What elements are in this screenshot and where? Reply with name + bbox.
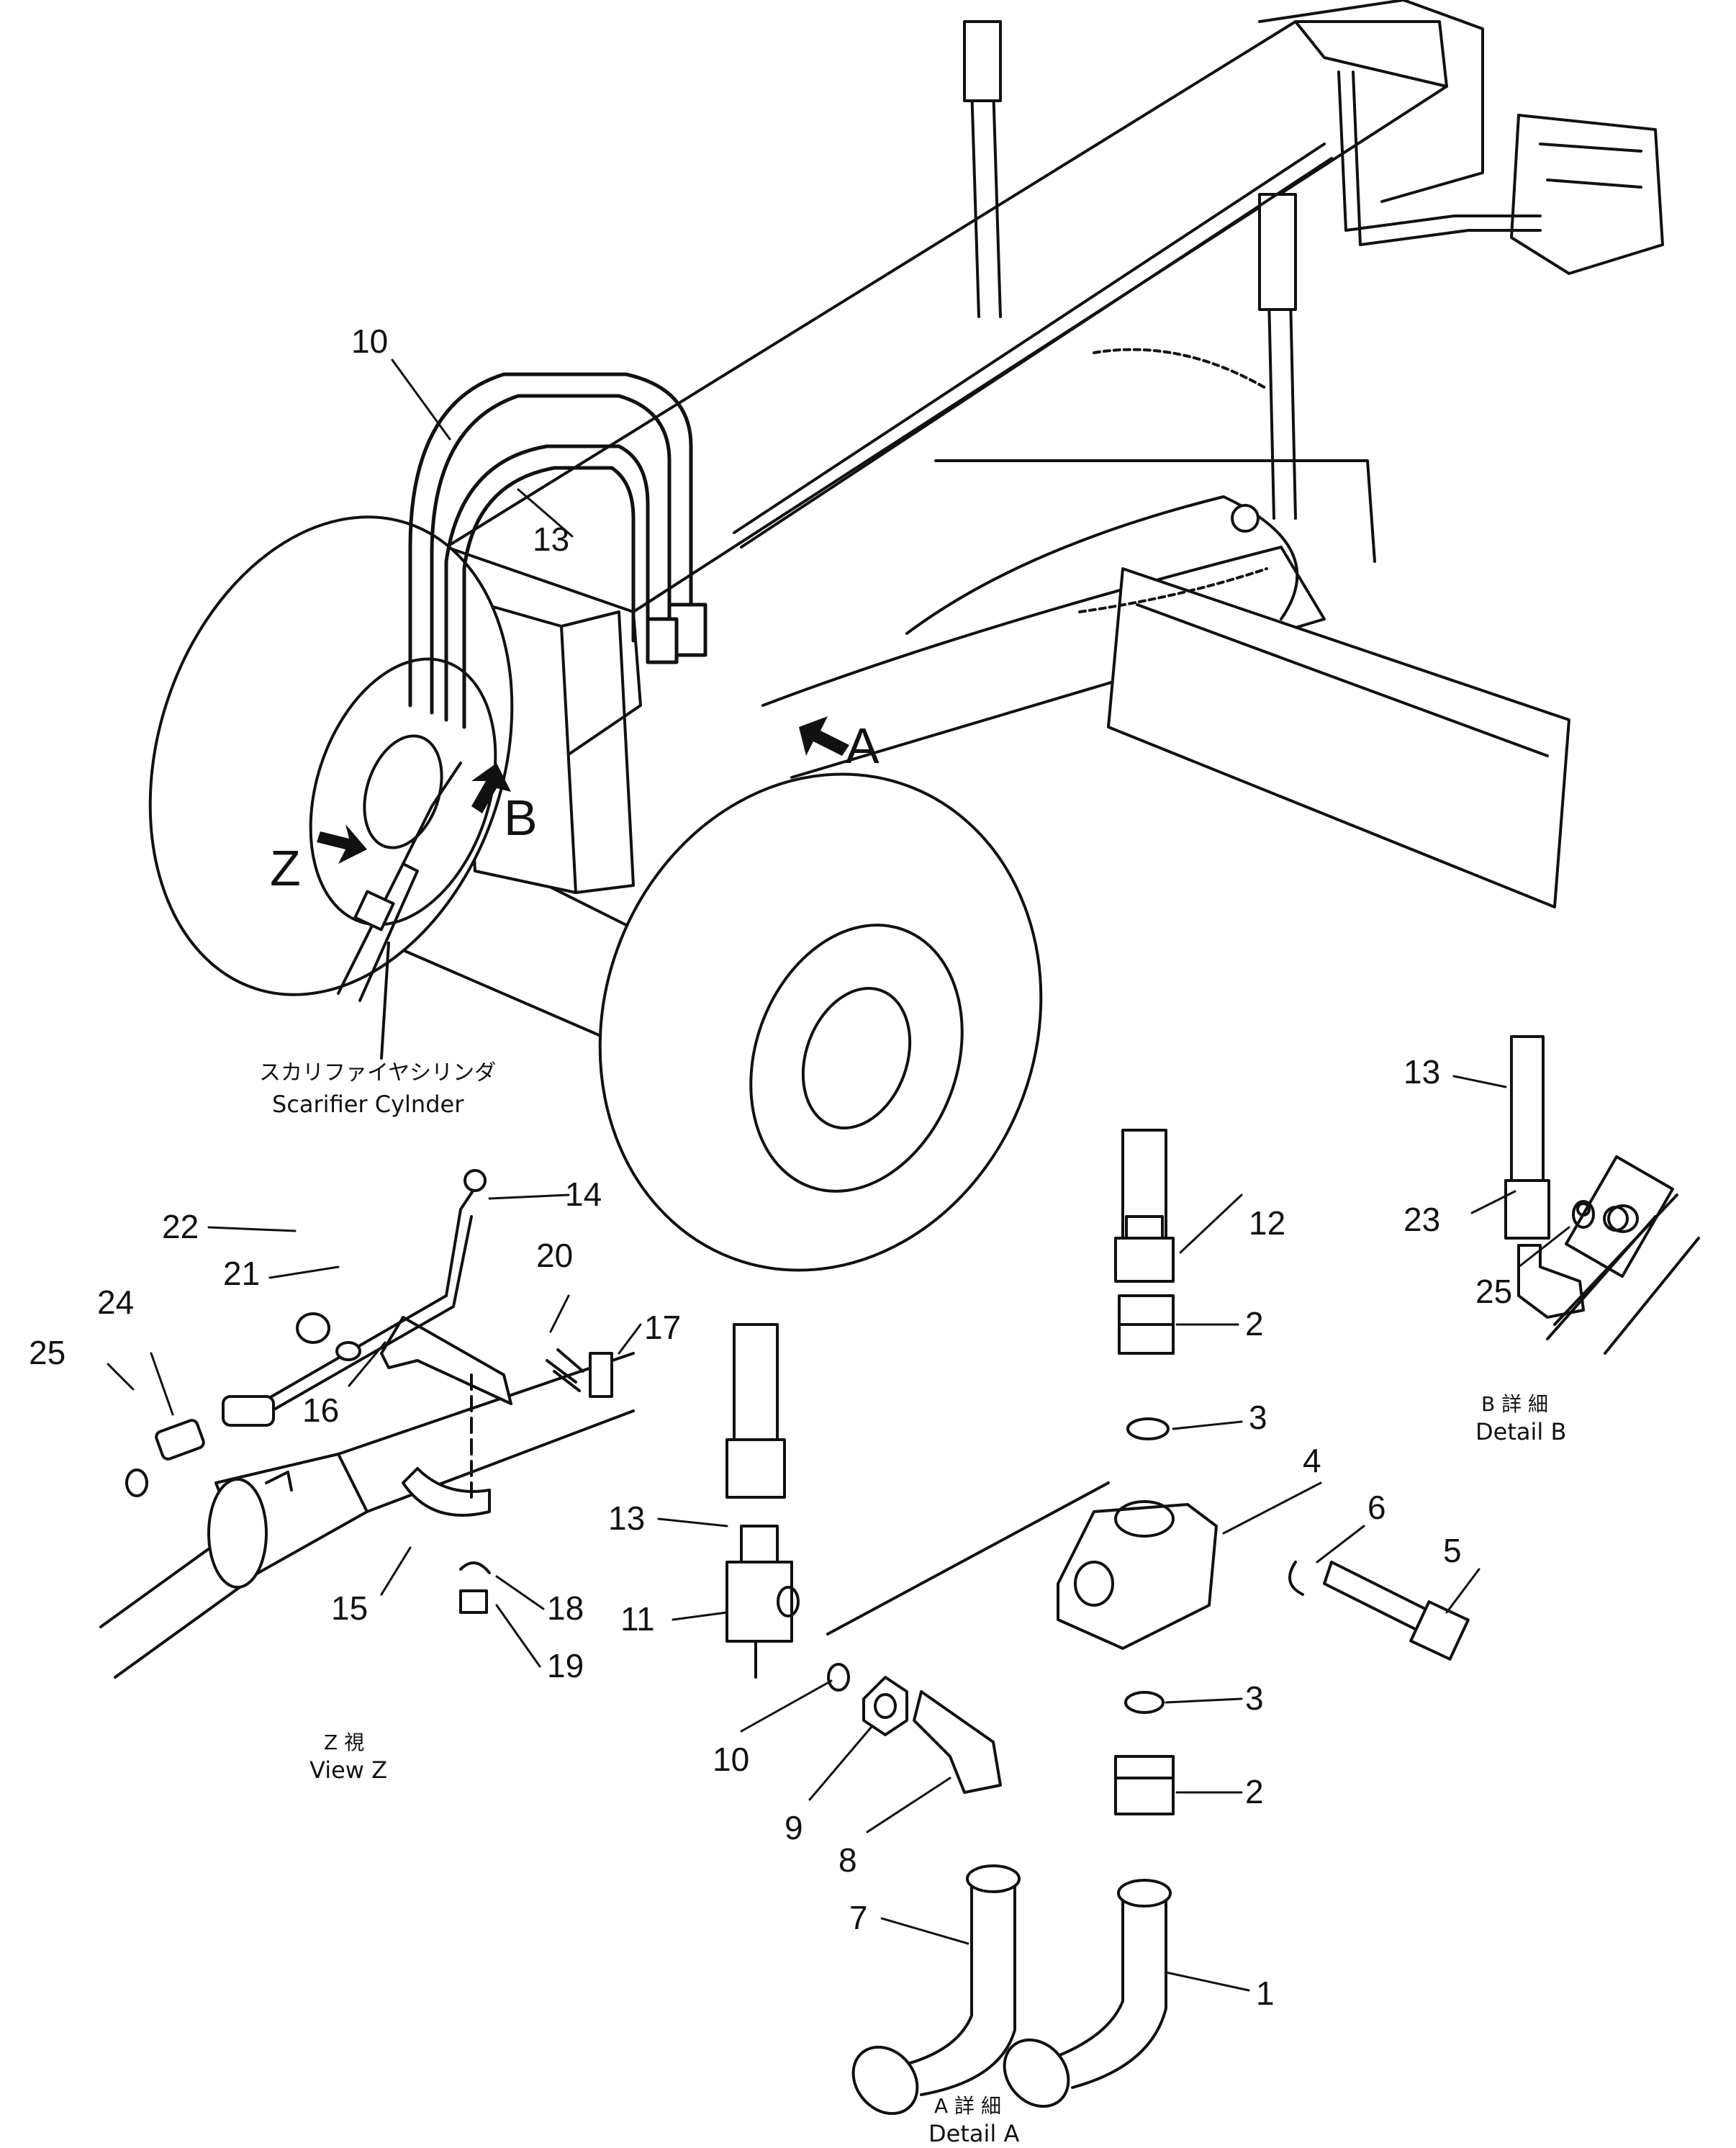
view-z-drawing: [99, 1169, 635, 1679]
motor-grader-frame: [402, 0, 1664, 1045]
view-letter-a: A: [846, 718, 880, 774]
callout-9: 9: [785, 1809, 803, 1846]
callout-3-top: 3: [1249, 1399, 1267, 1436]
callout-2-top: 2: [1245, 1305, 1264, 1342]
detail-a-drawing: [725, 1129, 1470, 2116]
callout-19: 19: [547, 1647, 584, 1684]
leader-lines-z: [107, 1193, 642, 1668]
callout-24: 24: [97, 1283, 134, 1321]
right-tire: [598, 772, 1043, 1272]
callout-11: 11: [620, 1600, 655, 1638]
callout-13-b: 13: [1403, 1053, 1440, 1091]
callout-16: 16: [302, 1391, 339, 1429]
detail-b-seal: [1572, 1200, 1595, 1229]
callout-10-a: 10: [713, 1741, 749, 1778]
detail-a-title-en: Detail A: [928, 2120, 1019, 2147]
callout-17: 17: [644, 1309, 681, 1346]
view-letter-z: Z: [270, 840, 301, 896]
detail-b-title-en: Detail B: [1475, 1418, 1566, 1445]
callout-4: 4: [1303, 1442, 1321, 1479]
view-letter-b: B: [504, 790, 538, 846]
view-z-title-en: View Z: [309, 1756, 387, 1784]
callout-1: 1: [1256, 1975, 1275, 2012]
callout-25-z: 25: [29, 1334, 65, 1371]
scarifier-cylinder: [337, 762, 462, 1060]
callout-22: 22: [162, 1208, 199, 1245]
callout-7: 7: [849, 1899, 868, 1936]
callout-13-main: 13: [533, 520, 569, 558]
callout-8: 8: [838, 1841, 857, 1879]
leader-lines-b: [1452, 1075, 1570, 1268]
hose-assembly-10-13: [408, 372, 707, 729]
callout-12: 12: [1249, 1204, 1285, 1242]
callout-10-main: 10: [351, 322, 388, 360]
callout-21: 21: [223, 1255, 260, 1292]
detail-b-drawing: [1504, 1035, 1700, 1355]
scarifier-label-en: Scarifier Cylnder: [272, 1091, 464, 1118]
callout-2-bot: 2: [1245, 1773, 1264, 1810]
callout-14: 14: [565, 1175, 602, 1213]
view-z-title-jp: Z 視: [324, 1730, 364, 1754]
callout-13-a: 13: [608, 1499, 645, 1537]
leader-lines-a: [657, 1193, 1480, 1992]
callout-18: 18: [547, 1589, 584, 1627]
view-arrow-z: [317, 824, 367, 864]
left-tire: [148, 515, 514, 996]
scarifier-label-jp: スカリファイヤシリンダ: [259, 1060, 496, 1086]
detail-b-title-jp: B 詳 細: [1481, 1392, 1548, 1416]
callout-25-b: 25: [1475, 1273, 1512, 1310]
detail-a-title-jp: A 詳 細: [934, 2094, 1001, 2118]
callout-6: 6: [1367, 1489, 1386, 1526]
callout-15: 15: [331, 1589, 368, 1627]
callout-20: 20: [536, 1237, 573, 1274]
view-arrow-b: [471, 763, 511, 813]
view-arrow-a: [799, 716, 849, 756]
callout-23: 23: [1403, 1201, 1440, 1238]
callout-3-bot: 3: [1245, 1679, 1264, 1717]
callout-5: 5: [1443, 1532, 1462, 1569]
leader-lines-main: [391, 358, 574, 538]
